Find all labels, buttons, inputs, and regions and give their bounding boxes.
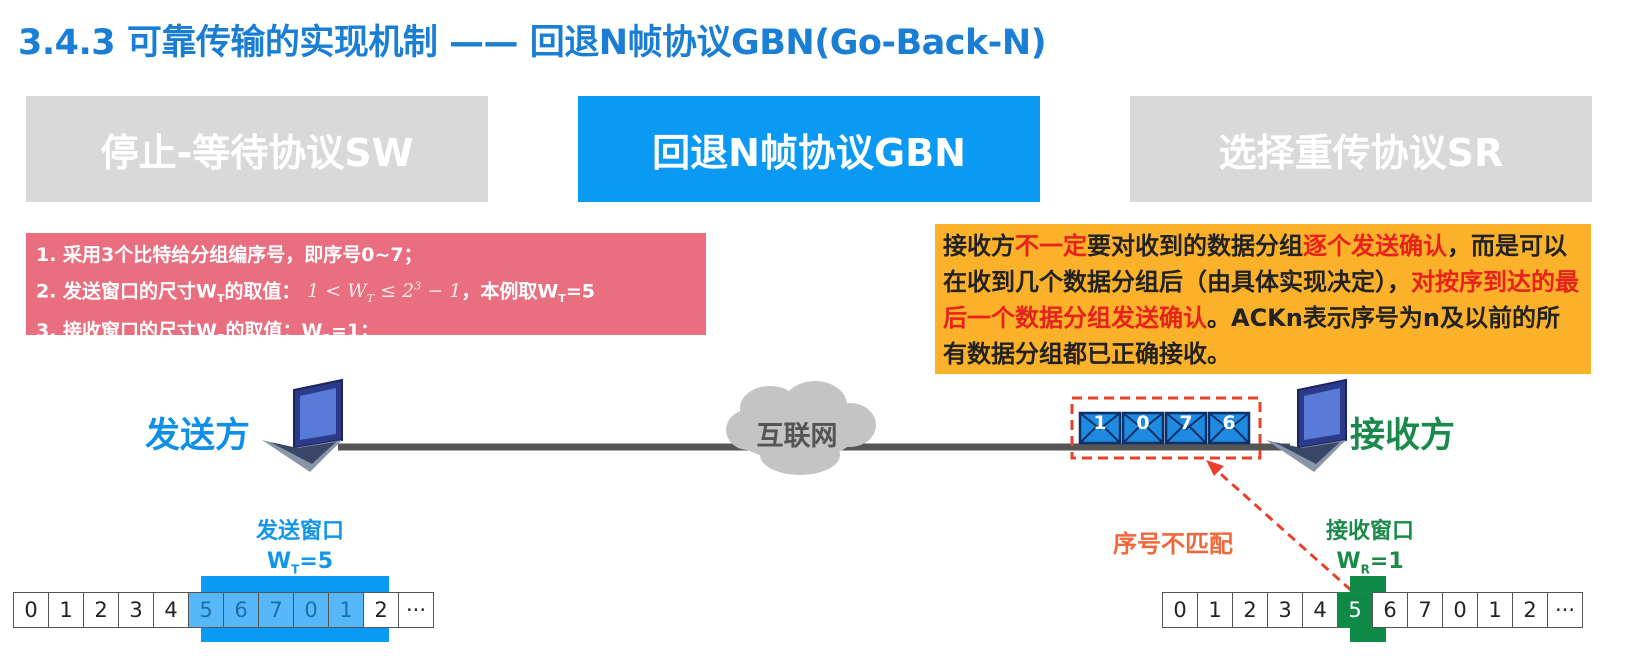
formula-part-2: ≤ 2 bbox=[374, 280, 415, 303]
frame-number-1: 0 bbox=[1136, 412, 1149, 434]
note-3-suffix: 的取值：W bbox=[225, 320, 323, 343]
mismatch-arrow bbox=[1213, 466, 1363, 602]
frame-number-3: 6 bbox=[1222, 412, 1235, 434]
note-3-end: =1； bbox=[330, 320, 380, 343]
recv-size-suffix: =1 bbox=[1369, 549, 1404, 574]
note-3-sub2: R bbox=[322, 331, 331, 345]
recv-seq-cell-5: 5 bbox=[1337, 592, 1373, 628]
receiver-label: 接收方 bbox=[1350, 416, 1456, 456]
callout-highlight-3: 对按序到达的最后一个数据分组发送确认 bbox=[943, 268, 1579, 332]
note-2-suffix: ，本例取W bbox=[461, 280, 559, 303]
send-size-prefix: W bbox=[266, 549, 292, 574]
note-line-2: 2. 发送窗口的尺寸WT的取值： 1 < WT ≤ 23 − 1，本例取WT=5 bbox=[36, 271, 706, 315]
formula-part-1: 1 < W bbox=[307, 280, 367, 303]
received-frames-box bbox=[1070, 396, 1262, 460]
recv-window-title: 接收窗口 bbox=[1325, 519, 1414, 544]
callout-highlight-1: 不一定 bbox=[1015, 232, 1087, 260]
recv-seq-cell-7: 7 bbox=[1407, 592, 1443, 628]
tab-go-back-n[interactable]: 回退N帧协议GBN bbox=[578, 96, 1040, 202]
send-seq-cell-5: 5 bbox=[188, 592, 224, 628]
send-seq-cell-7: 7 bbox=[258, 592, 294, 628]
page-title: 3.4.3 可靠传输的实现机制 —— 回退N帧协议GBN(Go-Back-N) bbox=[18, 23, 1047, 63]
recv-size-sub: R bbox=[1360, 562, 1370, 577]
recv-seq-cell-0: 0 bbox=[1162, 592, 1198, 628]
send-seq-cell-0: 0 bbox=[13, 592, 49, 628]
receiver-laptop-icon bbox=[1266, 378, 1347, 472]
note-line-3: 3. 接收窗口的尺寸WR的取值：WR=1； bbox=[36, 315, 706, 355]
note-2-suffix-sub: T bbox=[558, 292, 566, 306]
note-2-mid: 的取值： bbox=[224, 280, 301, 303]
recv-seq-cell-6: 6 bbox=[1372, 592, 1408, 628]
frame-envelope-icon-0: 1 bbox=[1078, 411, 1122, 445]
recv-seq-cell-10: 2 bbox=[1512, 592, 1548, 628]
send-window-caption: 发送窗口 WT=5 bbox=[220, 517, 380, 584]
frame-number-0: 1 bbox=[1093, 412, 1106, 434]
recv-window-caption: 接收窗口 WR=1 bbox=[1290, 517, 1450, 584]
send-seq-cell-8: 0 bbox=[293, 592, 329, 628]
sender-laptop-icon bbox=[262, 378, 343, 472]
recv-size-prefix: W bbox=[1336, 549, 1361, 574]
recv-seq-cell-2: 2 bbox=[1232, 592, 1268, 628]
recv-window-size: WR=1 bbox=[1290, 547, 1450, 584]
send-seq-cell-10: 2 bbox=[363, 592, 399, 628]
frame-envelope-icon-1: 0 bbox=[1121, 411, 1165, 445]
formula-part-3: − 1 bbox=[421, 280, 462, 303]
formula-sub: T bbox=[366, 292, 375, 306]
recv-seq-cell-3: 3 bbox=[1267, 592, 1303, 628]
send-seq-cell-2: 2 bbox=[83, 592, 119, 628]
callout-part-5: ，而是可以在收到几个数据分组后（由具体实现决定）， bbox=[943, 232, 1567, 296]
send-seq-cell-4: 4 bbox=[153, 592, 189, 628]
recv-seq-cell-8: 0 bbox=[1442, 592, 1478, 628]
protocol-notes: 1. 采用3个比特给分组编序号，即序号0~7； 2. 发送窗口的尺寸WT的取值：… bbox=[26, 233, 706, 345]
ack-callout: 接收方不一定要对收到的数据分组逐个发送确认，而是可以在收到几个数据分组后（由具体… bbox=[935, 224, 1591, 374]
mismatch-label: 序号不匹配 bbox=[1113, 530, 1233, 558]
recv-seq-cell-1: 1 bbox=[1197, 592, 1233, 628]
send-seq-cell-6: 6 bbox=[223, 592, 259, 628]
note-3-prefix: 3. 接收窗口的尺寸W bbox=[36, 320, 218, 343]
note-2-end: =5 bbox=[565, 280, 595, 303]
send-seq-cell-1: 1 bbox=[48, 592, 84, 628]
frame-envelope-icon-3: 6 bbox=[1207, 411, 1251, 445]
frame-envelope-icon-2: 7 bbox=[1164, 411, 1208, 445]
send-seq-cell-9: 1 bbox=[328, 592, 364, 628]
note-line-1: 1. 采用3个比特给分组编序号，即序号0~7； bbox=[36, 244, 423, 266]
mismatch-arrow-head-icon bbox=[1206, 460, 1224, 476]
frames-in-transit: 1 0 7 6 bbox=[1078, 411, 1251, 445]
recv-seq-cell-9: 1 bbox=[1477, 592, 1513, 628]
callout-part-1: 接收方 bbox=[943, 232, 1015, 260]
callout-highlight-2: 逐个发送确认 bbox=[1303, 232, 1447, 260]
note-2-prefix: 2. 发送窗口的尺寸W bbox=[36, 280, 218, 303]
recv-seq-cell-11: ··· bbox=[1547, 592, 1583, 628]
send-seq-cell-11: ··· bbox=[398, 592, 434, 628]
send-window-title: 发送窗口 bbox=[255, 519, 344, 544]
window-size-formula: 1 < WT ≤ 23 − 1 bbox=[307, 280, 462, 306]
send-seq-cell-3: 3 bbox=[118, 592, 154, 628]
callout-part-7: 。ACKn表示序号为n及以前的所有数据分组都已正确接收。 bbox=[943, 304, 1560, 368]
internet-cloud-icon bbox=[726, 381, 876, 475]
frame-number-2: 7 bbox=[1179, 412, 1192, 434]
callout-part-3: 要对收到的数据分组 bbox=[1087, 232, 1303, 260]
sender-label: 发送方 bbox=[145, 416, 251, 456]
note-2-sub: T bbox=[217, 292, 225, 306]
note-3-sub: R bbox=[217, 331, 226, 345]
tab-stop-and-wait[interactable]: 停止-等待协议SW bbox=[26, 96, 488, 202]
send-window-size: WT=5 bbox=[220, 547, 380, 584]
send-size-suffix: =5 bbox=[299, 549, 334, 574]
tab-selective-repeat[interactable]: 选择重传协议SR bbox=[1130, 96, 1592, 202]
recv-seq-cell-4: 4 bbox=[1302, 592, 1338, 628]
formula-sup: 3 bbox=[414, 280, 422, 293]
internet-label: 互联网 bbox=[756, 421, 838, 452]
send-size-sub: T bbox=[291, 562, 300, 577]
